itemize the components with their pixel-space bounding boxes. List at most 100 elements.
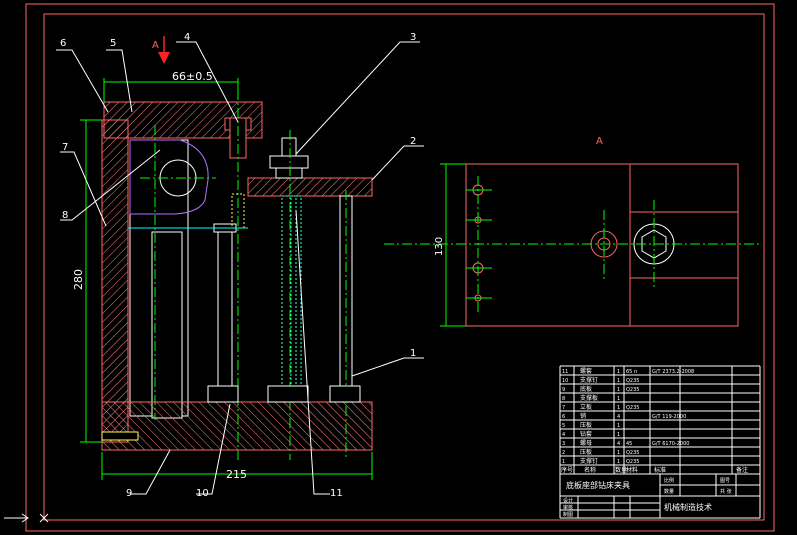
support-post-left [217,227,233,389]
workpiece-outline [129,139,209,215]
balloon-10: 10 [196,488,209,499]
base-boss-3 [329,385,361,403]
outer-frame [25,3,775,532]
parts-row-qty: 1 [617,432,620,438]
parts-row-no: 6 [562,414,565,420]
parts-row-material: Q235 [626,378,639,384]
parts-row-name: 螺套 [580,367,592,375]
balloon-6: 6 [60,38,66,49]
workpiece-body [151,231,183,419]
parts-row-material: Q235 [626,459,639,465]
inner-frame [43,13,765,521]
parts-row-name: 压板 [580,448,592,456]
parts-row-qty: 1 [617,450,620,456]
parts-row-name: 立板 [580,403,592,411]
section-label: A [596,136,603,147]
sign-checker-label: 审核 [563,504,573,511]
clamp-nut [269,155,309,169]
parts-row-qty: 1 [617,369,620,375]
dim-top-width: 66±0.5 [172,70,213,83]
parts-row-material: Q235 [626,387,639,393]
parts-row-no: 4 [562,432,565,438]
parts-header-material: 材料 [626,466,638,474]
meta-drawing-no-label: 图号 [720,478,730,484]
parts-row-qty: 1 [617,405,620,411]
base-boss-2 [267,385,309,403]
parts-row-standard: G/T 119-2000 [652,414,686,420]
parts-row-no: 11 [562,369,568,375]
leader-lines [56,41,424,495]
parts-header-standard: 标准 [654,466,666,474]
parts-header-qty: 数量 [615,466,627,474]
parts-row-no: 9 [562,387,565,393]
side-view: A 130 [384,136,760,327]
parts-row-no: 2 [562,450,565,456]
parts-row-name: 钻套 [580,430,592,438]
view-arrow-head [158,52,170,64]
base-plate [101,401,373,451]
parts-row-name: 螺母 [580,439,592,447]
parts-row-material: 45 [626,441,632,447]
parts-header-name: 名称 [584,466,596,474]
dim-height: 280 [72,269,85,290]
parts-row-qty: 1 [617,459,620,465]
drawing-title: 底板座部钻床夹具 [566,480,630,490]
parts-row-qty: 4 [617,414,620,420]
ucs-icon [4,513,49,523]
company-name: 机械制造技术 [664,502,712,512]
side-view-plate [465,163,739,327]
sign-designer-label: 设计 [563,497,573,504]
parts-row-no: 1 [562,459,565,465]
parts-row-qty: 1 [617,423,620,429]
parts-row-no: 10 [562,378,568,384]
parts-row-qty: 4 [617,441,620,447]
parts-row-material: 65 n [626,369,637,375]
parts-row-qty: 1 [617,378,620,384]
balloon-2: 2 [410,136,416,147]
parts-row-qty: 1 [617,396,620,402]
balloon-9: 9 [126,488,132,499]
main-view: A 66±0.5 280 215 6 5 4 3 2 1 7 8 9 10 1 [56,32,424,499]
parts-row-no: 7 [562,405,565,411]
balloon-7: 7 [62,142,68,153]
side-view-bracket [629,211,739,279]
sign-drafter-label: 制图 [563,511,573,518]
parts-row-no: 8 [562,396,565,402]
clamp-stud-top [281,137,297,157]
balloon-11: 11 [330,488,343,499]
parts-row-standard: G/T 2373.2-2008 [652,369,694,375]
parts-row-material: Q235 [626,405,639,411]
balloon-4: 4 [184,32,190,43]
balloon-3: 3 [410,32,416,43]
parts-row-no: 5 [562,423,565,429]
meta-qty-label: 数量 [664,488,674,495]
balloon-5: 5 [110,38,116,49]
vertical-column [101,119,129,443]
base-boss-1 [207,385,239,403]
spring-left [281,195,297,389]
view-marker-label: A [152,40,159,51]
meta-sheets-label: 共 张 [720,488,732,495]
clamp-plate [247,177,373,197]
parts-row-name: 销 [580,412,586,420]
clamp-washer [275,167,303,179]
parts-row-material: Q235 [626,450,639,456]
parts-row-name: 支撑钉 [580,376,598,384]
parts-row-name: 支撑板 [580,394,598,402]
support-pin-base [101,431,139,441]
balloon-8: 8 [62,210,68,221]
parts-row-name: 底板 [580,385,592,393]
parts-row-name: 压板 [580,421,592,429]
parts-header-no: 序号 [561,466,573,474]
parts-row-qty: 1 [617,387,620,393]
parts-row-standard: G/T 6170-2000 [652,441,689,447]
dim-side-height: 130 [434,237,445,256]
dim-base-width: 215 [226,468,247,481]
meta-scale-label: 比例 [664,477,674,484]
parts-row-name: 支撑钉 [580,457,598,465]
parts-row-no: 3 [562,441,565,447]
parts-header-remark: 备注 [736,466,748,474]
balloon-1: 1 [410,348,416,359]
